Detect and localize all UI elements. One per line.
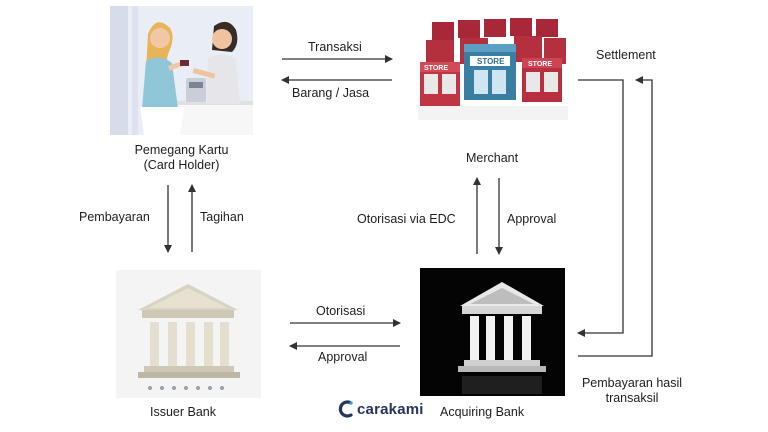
otorisasi-label: Otorisasi — [316, 304, 366, 318]
pembayaran-hasil-line2: transaksil — [605, 391, 659, 405]
merchant-label: Merchant — [466, 151, 519, 165]
store-sign-left: STORE — [424, 65, 448, 72]
acquiring-bank-label: Acquiring Bank — [440, 405, 525, 419]
issuer-bank-illustration — [116, 270, 261, 398]
cardholder-illustration — [110, 6, 253, 135]
arrow-pembayaran-hasil — [578, 76, 653, 357]
otorisasi-edc-label: Otorisasi via EDC — [357, 212, 456, 226]
carakami-logo-icon — [338, 400, 353, 418]
approval-bank-label: Approval — [318, 350, 368, 364]
carakami-logo-text: carakami — [357, 400, 424, 418]
merchant-stores-illustration: STORE STORE STORE — [418, 14, 568, 120]
arrow-settlement — [577, 79, 624, 337]
settlement-label: Settlement — [596, 48, 656, 62]
barang-jasa-label: Barang / Jasa — [292, 86, 370, 100]
tagihan-label: Tagihan — [200, 210, 244, 224]
acquiring-bank-illustration — [420, 268, 565, 396]
pembayaran-label: Pembayaran — [79, 210, 150, 224]
store-sign-featured: STORE — [477, 57, 505, 66]
cardholder-label: Pemegang Kartu (Card Holder) — [110, 143, 253, 173]
store-sign-right: STORE — [528, 61, 552, 68]
pembayaran-hasil-label: Pembayaran hasil transaksil — [572, 376, 692, 406]
carakami-logo: carakami — [338, 399, 424, 419]
issuer-bank-label: Issuer Bank — [150, 405, 217, 419]
pembayaran-hasil-line1: Pembayaran hasil — [581, 376, 683, 390]
cardholder-label-line2: (Card Holder) — [143, 158, 220, 172]
cardholder-label-line1: Pemegang Kartu — [134, 143, 229, 157]
approval-merchant-label: Approval — [507, 212, 557, 226]
transaksi-label: Transaksi — [308, 40, 362, 54]
